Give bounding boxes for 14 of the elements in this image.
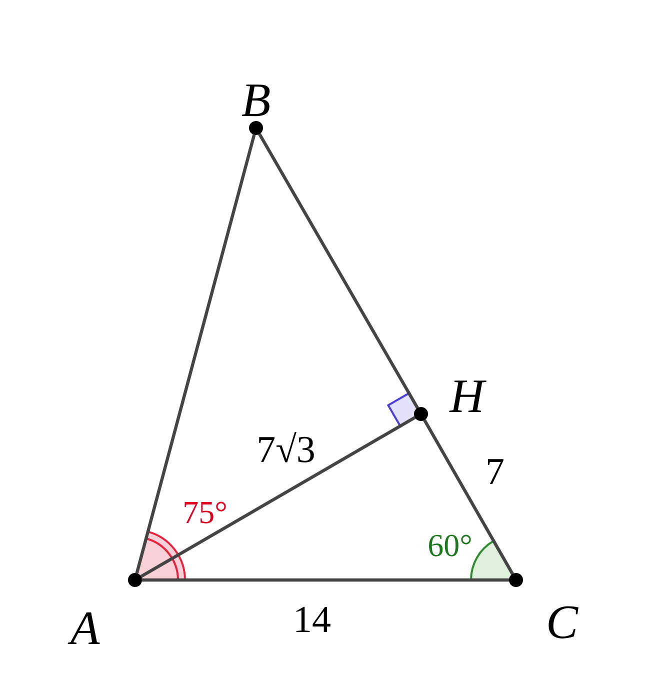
- line-segment: [142, 578, 509, 582]
- edge-label: 7: [486, 451, 504, 493]
- line-segment: [140, 416, 416, 578]
- edge-label: 7√3: [256, 429, 316, 471]
- angle-label: 75°: [182, 494, 228, 530]
- labeled-point: H: [414, 370, 484, 423]
- line-segment: [258, 133, 419, 409]
- angle-label: 60°: [428, 527, 472, 563]
- edge-label: 14: [293, 599, 331, 641]
- labeled-point: B: [241, 74, 271, 135]
- labeled-point: C: [509, 573, 578, 649]
- line-segment: [423, 419, 514, 575]
- line-segment: [135, 134, 256, 574]
- labeled-point: A: [70, 573, 142, 655]
